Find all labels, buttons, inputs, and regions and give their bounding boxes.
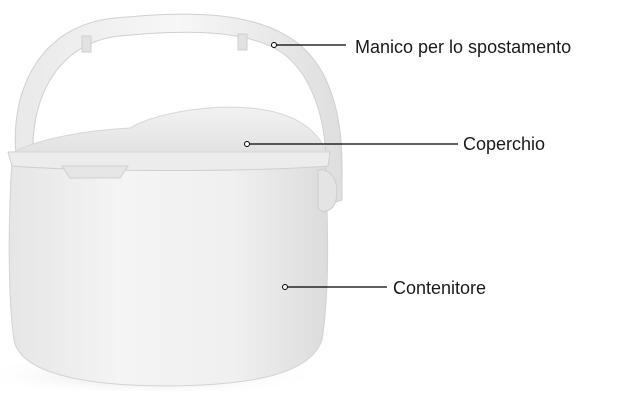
lid-rim bbox=[7, 151, 331, 171]
lid-notch bbox=[61, 165, 129, 179]
handle-tab-right bbox=[237, 33, 248, 51]
handle-label: Manico per lo spostamento bbox=[355, 37, 572, 57]
handle-pivot bbox=[317, 169, 338, 212]
container-label: Contenitore bbox=[393, 278, 487, 298]
handle bbox=[14, 13, 343, 206]
lid-leader-dot bbox=[244, 141, 250, 147]
handle-leader-dot bbox=[271, 42, 277, 48]
container-body bbox=[8, 159, 329, 387]
lid-label: Coperchio bbox=[463, 134, 546, 154]
handle-tab-left bbox=[81, 35, 92, 53]
lid-top bbox=[13, 106, 327, 153]
container-leader-dot bbox=[282, 284, 288, 290]
